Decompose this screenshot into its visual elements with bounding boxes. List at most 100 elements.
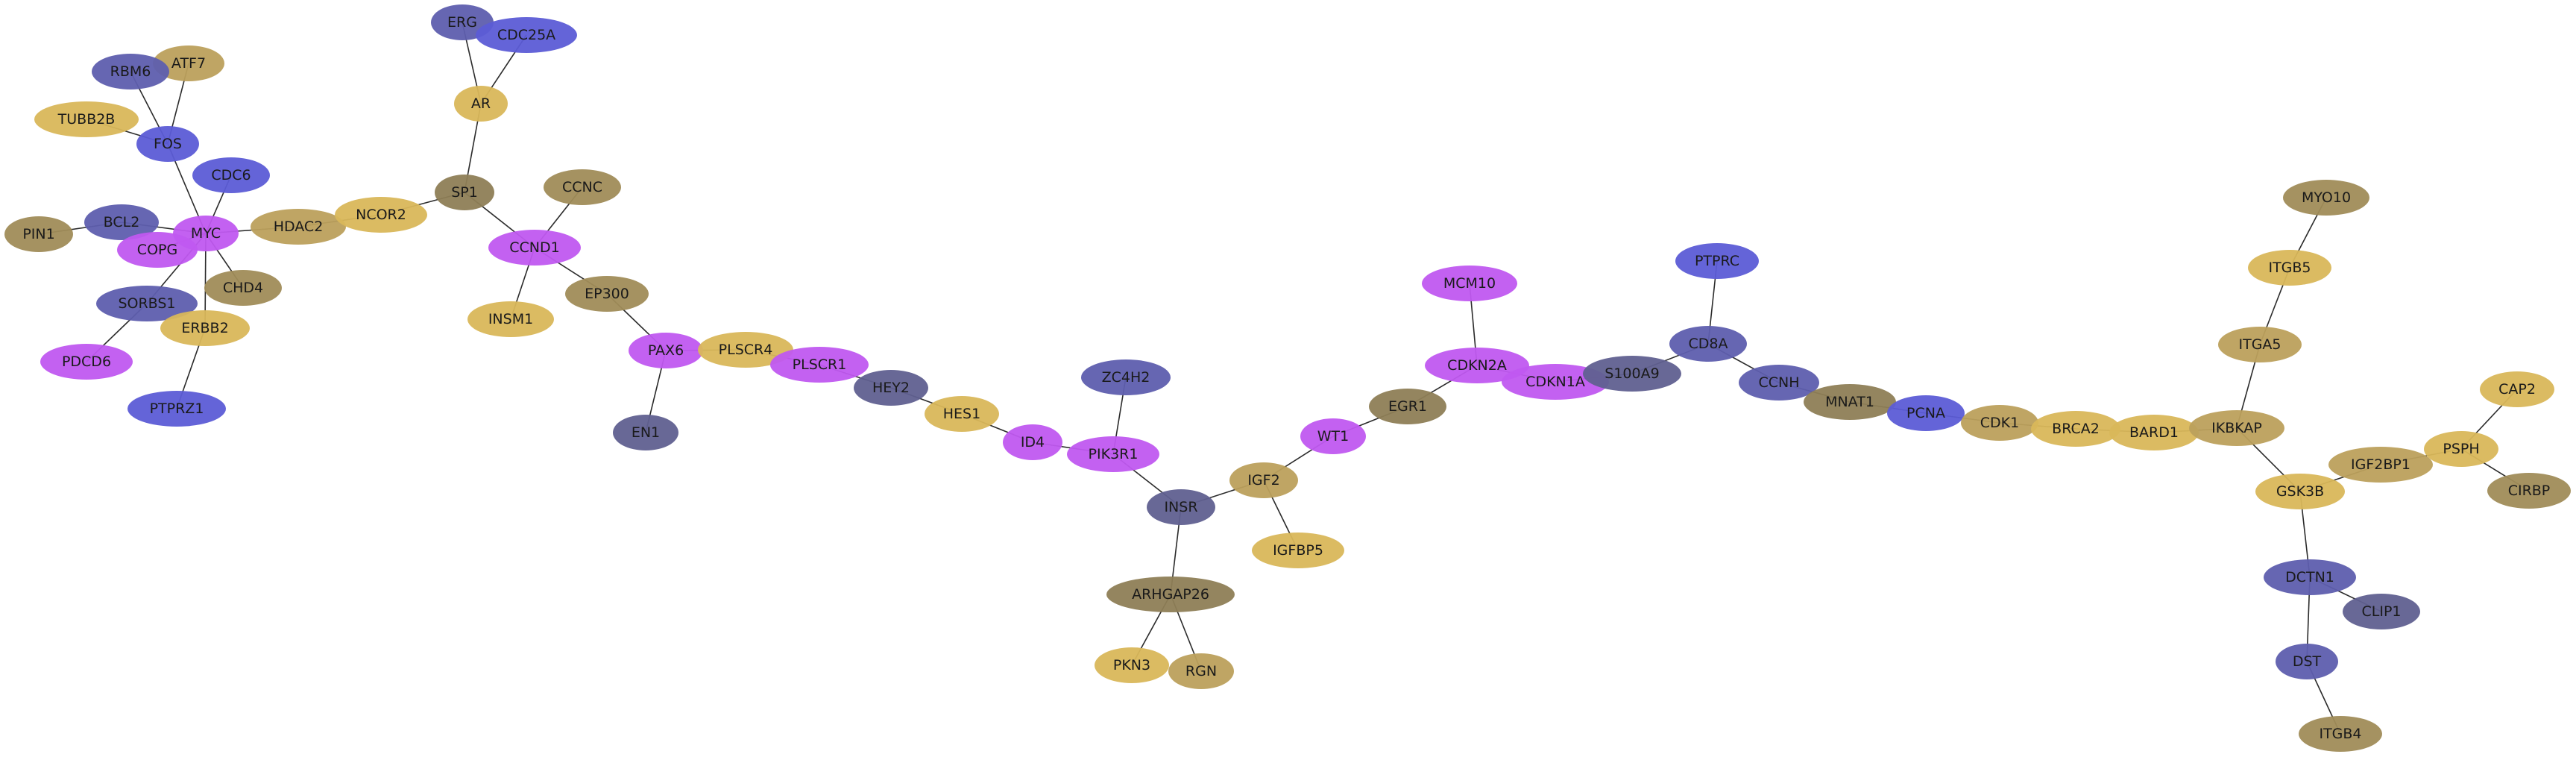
- node-mcm10[interactable]: MCM10: [1422, 266, 1517, 301]
- node-igfbp5[interactable]: IGFBP5: [1252, 533, 1344, 568]
- node-arhgap26[interactable]: ARHGAP26: [1106, 577, 1235, 612]
- node-ellipse[interactable]: [1422, 266, 1517, 301]
- node-ellipse[interactable]: [2248, 250, 2331, 286]
- node-ellipse[interactable]: [629, 333, 703, 368]
- node-ellipse[interactable]: [34, 101, 139, 137]
- node-ellipse[interactable]: [613, 415, 678, 450]
- node-chd4[interactable]: CHD4: [204, 270, 282, 306]
- node-ellipse[interactable]: [2218, 327, 2302, 362]
- node-ellipse[interactable]: [204, 270, 282, 306]
- node-ellipse[interactable]: [1003, 424, 1062, 460]
- node-ep300[interactable]: EP300: [565, 276, 649, 312]
- node-ellipse[interactable]: [2031, 411, 2120, 447]
- node-ncor2[interactable]: NCOR2: [335, 197, 427, 233]
- node-pik3r1[interactable]: PIK3R1: [1067, 436, 1159, 472]
- node-sorbs1[interactable]: SORBS1: [96, 286, 198, 321]
- node-insr[interactable]: INSR: [1147, 489, 1215, 525]
- node-ellipse[interactable]: [770, 347, 869, 383]
- node-cdc6[interactable]: CDC6: [192, 157, 270, 193]
- node-ellipse[interactable]: [1081, 359, 1171, 395]
- node-ellipse[interactable]: [2487, 473, 2571, 509]
- node-en1[interactable]: EN1: [613, 415, 678, 450]
- node-ellipse[interactable]: [2255, 474, 2345, 509]
- node-gsk3b[interactable]: GSK3B: [2255, 474, 2345, 509]
- node-ccnh[interactable]: CCNH: [1739, 365, 1819, 401]
- node-ellipse[interactable]: [565, 276, 649, 312]
- node-erbb2[interactable]: ERBB2: [160, 310, 250, 346]
- node-ellipse[interactable]: [1739, 365, 1819, 401]
- node-brca2[interactable]: BRCA2: [2031, 411, 2120, 447]
- node-ellipse[interactable]: [544, 169, 621, 205]
- node-ar[interactable]: AR: [454, 86, 508, 122]
- node-ellipse[interactable]: [1147, 489, 1215, 525]
- node-ellipse[interactable]: [84, 204, 159, 240]
- node-itgb5[interactable]: ITGB5: [2248, 250, 2331, 286]
- node-ellipse[interactable]: [2328, 447, 2433, 483]
- node-myo10[interactable]: MYO10: [2283, 180, 2369, 216]
- node-s100a9[interactable]: S100A9: [1583, 356, 1681, 392]
- node-rbm6[interactable]: RBM6: [92, 54, 169, 89]
- node-ellipse[interactable]: [153, 45, 224, 81]
- node-cdkn2a[interactable]: CDKN2A: [1425, 348, 1529, 383]
- node-mnat1[interactable]: MNAT1: [1804, 384, 1896, 420]
- node-ellipse[interactable]: [454, 86, 508, 122]
- node-ellipse[interactable]: [2264, 559, 2356, 595]
- node-bard1[interactable]: BARD1: [2109, 415, 2199, 450]
- node-ellipse[interactable]: [925, 396, 999, 432]
- node-ellipse[interactable]: [1961, 405, 2038, 441]
- node-ellipse[interactable]: [1887, 395, 1965, 431]
- node-ptprc[interactable]: PTPRC: [1675, 243, 1759, 279]
- node-egr1[interactable]: EGR1: [1369, 389, 1446, 424]
- node-ellipse[interactable]: [2299, 716, 2382, 752]
- node-ellipse[interactable]: [127, 391, 226, 427]
- node-ellipse[interactable]: [2343, 594, 2420, 629]
- node-ellipse[interactable]: [1425, 348, 1529, 383]
- node-itgb4[interactable]: ITGB4: [2299, 716, 2382, 752]
- node-igf2bp1[interactable]: IGF2BP1: [2328, 447, 2433, 483]
- node-ellipse[interactable]: [1067, 436, 1159, 472]
- node-ellipse[interactable]: [136, 126, 199, 162]
- node-clip1[interactable]: CLIP1: [2343, 594, 2420, 629]
- node-ellipse[interactable]: [2109, 415, 2199, 450]
- node-pdcd6[interactable]: PDCD6: [40, 344, 133, 380]
- node-plscr4[interactable]: PLSCR4: [698, 332, 793, 368]
- node-ellipse[interactable]: [1675, 243, 1759, 279]
- node-cdc25a[interactable]: CDC25A: [476, 17, 577, 53]
- node-ellipse[interactable]: [2424, 431, 2498, 467]
- node-cd8a[interactable]: CD8A: [1669, 326, 1747, 362]
- node-ellipse[interactable]: [1502, 364, 1609, 400]
- node-igf2[interactable]: IGF2: [1229, 462, 1298, 498]
- node-cirbp[interactable]: CIRBP: [2487, 473, 2571, 509]
- node-ellipse[interactable]: [251, 209, 346, 245]
- node-ellipse[interactable]: [1168, 653, 1234, 689]
- node-ellipse[interactable]: [467, 301, 554, 337]
- node-dctn1[interactable]: DCTN1: [2264, 559, 2356, 595]
- node-ccnc[interactable]: CCNC: [544, 169, 621, 205]
- node-pkn3[interactable]: PKN3: [1095, 647, 1169, 683]
- node-ikbkap[interactable]: IKBKAP: [2189, 410, 2284, 446]
- node-ellipse[interactable]: [488, 230, 581, 266]
- node-pax6[interactable]: PAX6: [629, 333, 703, 368]
- node-itga5[interactable]: ITGA5: [2218, 327, 2302, 362]
- node-ellipse[interactable]: [160, 310, 250, 346]
- node-id4[interactable]: ID4: [1003, 424, 1062, 460]
- node-ellipse[interactable]: [854, 370, 928, 406]
- node-ellipse[interactable]: [1300, 418, 1366, 454]
- node-ellipse[interactable]: [1095, 647, 1169, 683]
- node-ellipse[interactable]: [1252, 533, 1344, 568]
- node-plscr1[interactable]: PLSCR1: [770, 347, 869, 383]
- node-ellipse[interactable]: [117, 232, 198, 268]
- node-ellipse[interactable]: [2283, 180, 2369, 216]
- node-ccnd1[interactable]: CCND1: [488, 230, 581, 266]
- node-ellipse[interactable]: [476, 17, 577, 53]
- node-ellipse[interactable]: [435, 175, 494, 210]
- node-ellipse[interactable]: [2480, 371, 2554, 407]
- node-ellipse[interactable]: [698, 332, 793, 368]
- node-hey2[interactable]: HEY2: [854, 370, 928, 406]
- node-sp1[interactable]: SP1: [435, 175, 494, 210]
- node-ellipse[interactable]: [1669, 326, 1747, 362]
- node-zc4h2[interactable]: ZC4H2: [1081, 359, 1171, 395]
- node-rgn[interactable]: RGN: [1168, 653, 1234, 689]
- node-cdkn1a[interactable]: CDKN1A: [1502, 364, 1609, 400]
- node-hdac2[interactable]: HDAC2: [251, 209, 346, 245]
